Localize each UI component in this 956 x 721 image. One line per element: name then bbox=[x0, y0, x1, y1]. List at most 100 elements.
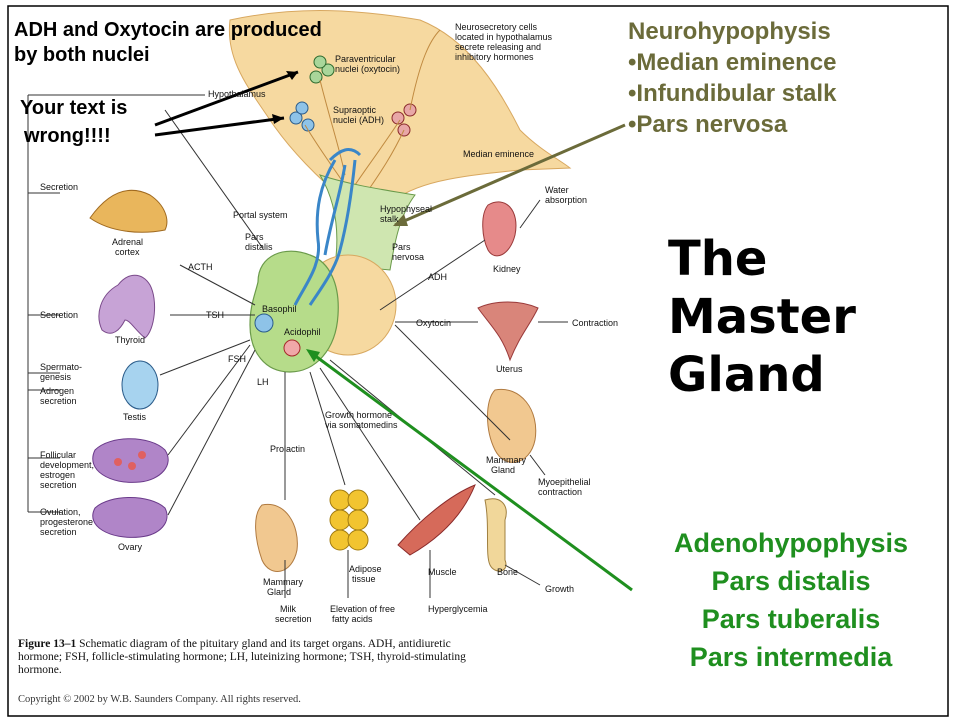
growth-hormone-label-1: Growth hormone bbox=[325, 410, 392, 420]
neurohypophysis-title: Neurohypophysis bbox=[628, 16, 836, 47]
follicle-dot-3 bbox=[138, 451, 146, 459]
top-note-line1: ADH and Oxytocin are produced bbox=[14, 18, 322, 43]
ovary-organ bbox=[93, 498, 167, 538]
adenohypophysis-arrow bbox=[310, 352, 632, 590]
neurosecretory-label-3: secrete releasing and bbox=[455, 42, 541, 52]
adh-label: ADH bbox=[428, 272, 447, 282]
portal-system-label: Portal system bbox=[233, 210, 288, 220]
acidophil-cell bbox=[284, 340, 300, 356]
follicular-label-1: Follicular bbox=[40, 450, 76, 460]
ovulation-label-1: Ovulation, bbox=[40, 507, 81, 517]
oxytocin-label: Oxytocin bbox=[416, 318, 451, 328]
wrong-text-note: Your text is wrong!!!! bbox=[20, 94, 127, 150]
lh-label: LH bbox=[257, 377, 269, 387]
pars-nervosa-label-2: nervosa bbox=[392, 252, 424, 262]
spermato-label-2: genesis bbox=[40, 372, 72, 382]
muscle-label: Muscle bbox=[428, 567, 457, 577]
paraventricular-label-1: Paraventricular bbox=[335, 54, 396, 64]
adipose-label-1: Adipose bbox=[349, 564, 382, 574]
acidophil-label: Acidophil bbox=[284, 327, 321, 337]
adipose-label-2: tissue bbox=[352, 574, 376, 584]
hypophyseal-label-1: Hypophyseal bbox=[380, 204, 432, 214]
secretion-mid-label: Secretion bbox=[40, 310, 78, 320]
hypophyseal-label-2: stalk bbox=[380, 214, 399, 224]
growth-hormone-label-2: via somatomedins bbox=[325, 420, 398, 430]
thyroid-organ bbox=[99, 275, 155, 338]
caption-text-line1: Schematic diagram of the pituitary gland… bbox=[76, 638, 451, 650]
mammary-right-label-1: Mammary bbox=[486, 455, 526, 465]
contraction-label: Contraction bbox=[572, 318, 618, 328]
secretion-top-label: Secretion bbox=[40, 182, 78, 192]
follicular-label-2: development, bbox=[40, 460, 94, 470]
caption-text-line3: hormone. bbox=[18, 664, 62, 676]
neurohypophysis-block: Neurohypophysis •Median eminence •Infund… bbox=[628, 16, 836, 140]
caption-text-line2: hormone; FSH, follicle-stimulating hormo… bbox=[18, 651, 466, 663]
spermato-label-1: Spermato- bbox=[40, 362, 82, 372]
pars-distalis-label-1: Pars bbox=[245, 232, 264, 242]
follicle-dot-2 bbox=[128, 462, 136, 470]
testis-label: Testis bbox=[123, 412, 147, 422]
uterus-organ bbox=[478, 302, 538, 360]
mammary-bottom-label-2: Gland bbox=[267, 587, 291, 597]
figure-label: Figure 13–1 bbox=[18, 638, 76, 650]
neurosecretory-label-4: inhibitory hormones bbox=[455, 52, 534, 62]
figure-caption: Figure 13–1 Schematic diagram of the pit… bbox=[18, 638, 628, 677]
adenohypophysis-block: Adenohypophysis Pars distalis Pars tuber… bbox=[632, 524, 950, 676]
milk-label-1: Milk bbox=[280, 604, 296, 614]
mammary-right-label-2: Gland bbox=[491, 465, 515, 475]
follicular-label-4: secretion bbox=[40, 480, 77, 490]
master-line-the: The bbox=[668, 230, 856, 288]
prolactin-label: Prolactin bbox=[270, 444, 305, 454]
follicular-ovary-organ bbox=[93, 439, 168, 483]
follicle-dot-1 bbox=[114, 458, 122, 466]
adeno-item-pars-tuberalis: Pars tuberalis bbox=[632, 600, 950, 638]
water-label-1: Water bbox=[545, 185, 569, 195]
adrogen-label-2: secretion bbox=[40, 396, 77, 406]
acth-label: ACTH bbox=[188, 262, 213, 272]
adrenal-label-1: Adrenal bbox=[112, 237, 143, 247]
follicular-label-3: estrogen bbox=[40, 470, 75, 480]
neuro-item-median-eminence: •Median eminence bbox=[628, 47, 836, 78]
supraoptic-label-1: Supraoptic bbox=[333, 105, 377, 115]
copyright-notice: Copyright © 2002 by W.B. Saunders Compan… bbox=[18, 694, 301, 705]
tsh-label: TSH bbox=[206, 310, 224, 320]
adenohypophysis-title: Adenohypophysis bbox=[632, 524, 950, 562]
neurosecretory-label-1: Neurosecretory cells bbox=[455, 22, 538, 32]
master-gland-title: The Master Gland bbox=[668, 230, 856, 404]
mammary-gland-bottom-organ bbox=[256, 504, 298, 571]
wrong-note-line2: wrong!!!! bbox=[20, 122, 127, 150]
neurosecretory-label-2: located in hypothalamus bbox=[455, 32, 553, 42]
adeno-item-pars-intermedia: Pars intermedia bbox=[632, 638, 950, 676]
mammary-gland-right-organ bbox=[488, 389, 536, 462]
myoepithelial-label-2: contraction bbox=[538, 487, 582, 497]
master-line-master: Master bbox=[668, 288, 856, 346]
thyroid-label: Thyroid bbox=[115, 335, 145, 345]
basophil-label: Basophil bbox=[262, 304, 297, 314]
adeno-item-pars-distalis: Pars distalis bbox=[632, 562, 950, 600]
top-note: ADH and Oxytocin are produced by both nu… bbox=[14, 18, 322, 68]
hypothalamus-label: Hypothalamus bbox=[208, 89, 266, 99]
adrenal-label-2: cortex bbox=[115, 247, 140, 257]
adrenal-cortex-organ bbox=[90, 190, 167, 232]
pars-distalis-label-2: distalis bbox=[245, 242, 273, 252]
bone-label: Bone bbox=[497, 567, 518, 577]
ovulation-label-3: secretion bbox=[40, 527, 77, 537]
neuro-item-pars-nervosa: •Pars nervosa bbox=[628, 109, 836, 140]
uterus-label: Uterus bbox=[496, 364, 523, 374]
adrogen-label-1: Adrogen bbox=[40, 386, 74, 396]
top-note-line2: by both nuclei bbox=[14, 43, 322, 68]
testis-organ bbox=[122, 361, 158, 409]
kidney-label: Kidney bbox=[493, 264, 521, 274]
adipose-tissue-organ bbox=[330, 490, 368, 550]
ovulation-label-2: progesterone bbox=[40, 517, 93, 527]
bone-organ bbox=[485, 499, 506, 571]
pars-nervosa-label-1: Pars bbox=[392, 242, 411, 252]
hyperglycemia-label: Hyperglycemia bbox=[428, 604, 488, 614]
growth-label: Growth bbox=[545, 584, 574, 594]
mammary-bottom-label-1: Mammary bbox=[263, 577, 303, 587]
master-line-gland: Gland bbox=[668, 346, 856, 404]
wrong-note-line1: Your text is bbox=[20, 94, 127, 122]
elevation-label-2: fatty acids bbox=[332, 614, 373, 624]
muscle-organ bbox=[398, 485, 475, 555]
